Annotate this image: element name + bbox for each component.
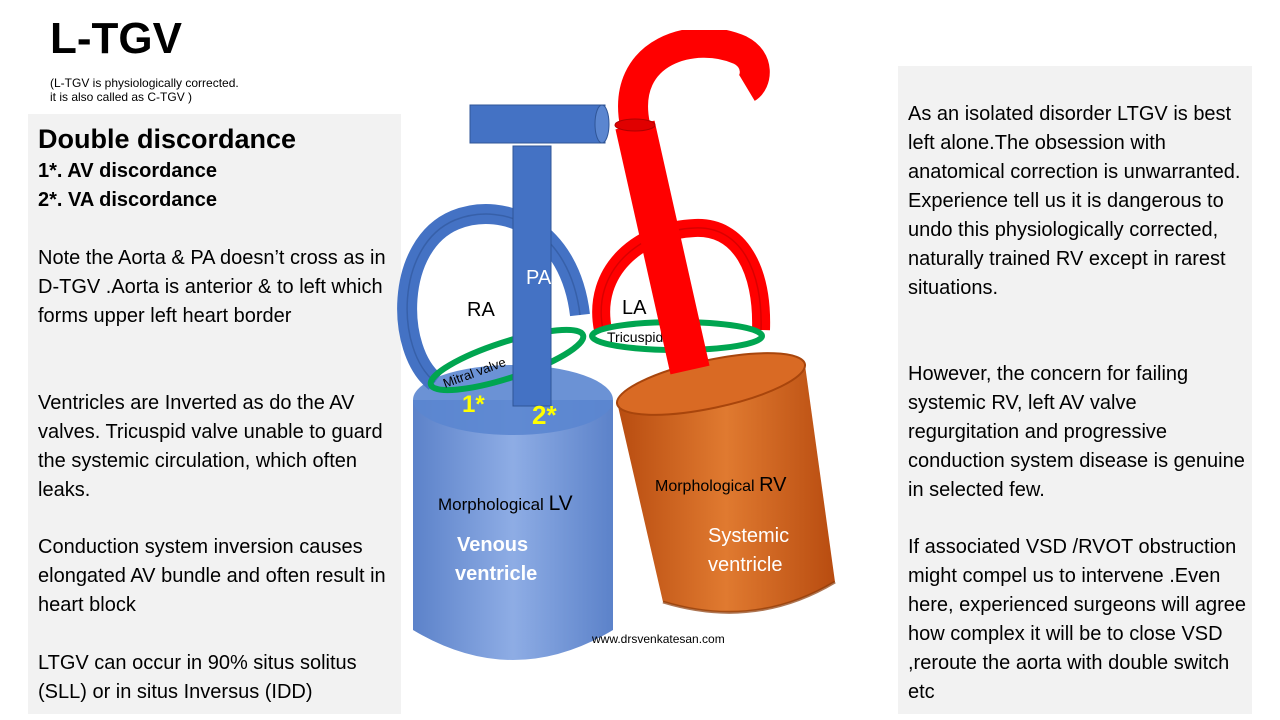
rv-label-suffix: RV (759, 474, 787, 496)
pa-label: PA (526, 267, 552, 289)
rv-label: Morphological RV (655, 474, 787, 496)
heart-diagram: Mitral valve PA RA Aorta LA Tricuspid va… (397, 30, 836, 660)
la-label: LA (622, 297, 647, 319)
ra-label: RA (467, 299, 495, 321)
lv-label-prefix: Morphological (438, 495, 549, 514)
subtitle: (L-TGV is physiologically corrected. it … (50, 76, 239, 104)
aorta (614, 30, 770, 375)
point-av-discordance: 1*. AV discordance (38, 160, 217, 182)
point-va-discordance: 2*. VA discordance (38, 189, 217, 211)
rv-label-prefix: Morphological (655, 478, 759, 495)
right-paragraph-3: If associated VSD /RVOT obstruction migh… (908, 536, 1246, 703)
lv-label-suffix: LV (549, 492, 573, 515)
venous-line-2: ventricle (455, 563, 537, 585)
subtitle-line-1: (L-TGV is physiologically corrected. (50, 76, 239, 90)
page-title: L-TGV (50, 14, 182, 63)
morphological-rv-chamber (615, 352, 836, 614)
left-heading: Double discordance (38, 124, 297, 154)
right-text-panel: As an isolated disorder LTGV is best lef… (898, 66, 1252, 714)
website-credit: www.drsvenkatesan.com (591, 632, 725, 646)
marker-2: 2* (532, 400, 557, 430)
right-paragraph-1: As an isolated disorder LTGV is best lef… (908, 103, 1241, 299)
lv-label: Morphological LV (438, 492, 573, 515)
left-paragraph-4: LTGV can occur in 90% situs solitus (SLL… (38, 652, 357, 703)
pulmonary-artery (469, 104, 610, 407)
left-paragraph-1: Note the Aorta & PA doesn’t cross as in … (38, 247, 386, 327)
subtitle-line-2: it is also called as C-TGV ) (50, 90, 193, 104)
systemic-line-2: ventricle (708, 554, 782, 576)
systemic-line-1: Systemic (708, 525, 789, 547)
left-paragraph-2: Ventricles are Inverted as do the AV val… (38, 392, 383, 501)
left-text-panel: Double discordance 1*. AV discordance 2*… (28, 114, 401, 714)
left-paragraph-3: Conduction system inversion causes elong… (38, 536, 386, 616)
marker-1: 1* (462, 391, 485, 418)
venous-line-1: Venous (457, 534, 528, 556)
right-paragraph-2: However, the concern for failing systemi… (908, 363, 1245, 501)
